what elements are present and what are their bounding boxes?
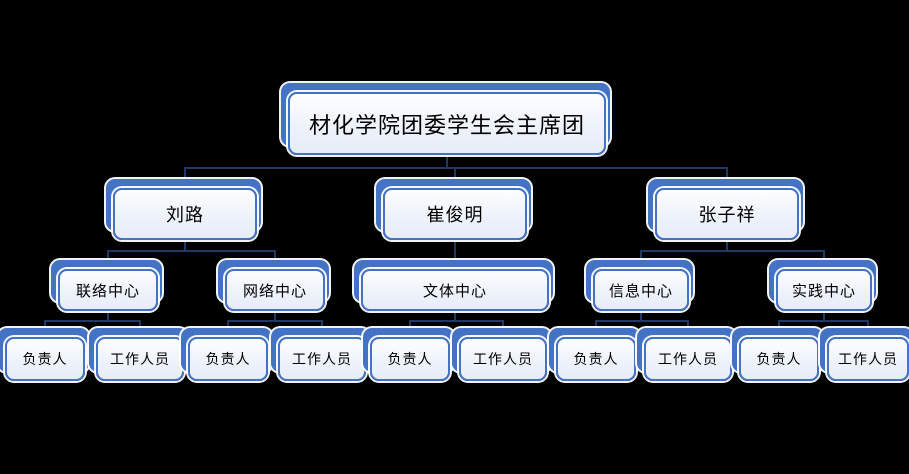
connector-line <box>595 320 597 331</box>
connector-line <box>454 309 456 322</box>
node-face: 工作人员 <box>278 337 366 381</box>
node-label: 材化学院团委学生会主席团 <box>308 112 585 138</box>
connector-line <box>44 320 141 322</box>
connector-line <box>184 167 186 182</box>
connector-line <box>640 250 825 252</box>
node-label: 负责人 <box>22 351 68 367</box>
node-face: 崔俊明 <box>383 188 527 240</box>
connector-line <box>184 238 186 252</box>
connector-line <box>595 320 689 322</box>
node-face: 工作人员 <box>459 337 547 381</box>
node-label: 崔俊明 <box>426 205 484 225</box>
connector-line <box>640 309 642 322</box>
node-label: 工作人员 <box>838 351 898 367</box>
connector-line <box>454 250 456 263</box>
org-node-lianluo-gzr[interactable]: 工作人员 <box>89 328 188 381</box>
node-face: 工作人员 <box>827 337 909 381</box>
connector-line <box>726 167 728 182</box>
connector-line <box>107 309 109 322</box>
node-face: 负责人 <box>556 337 636 381</box>
node-face: 材化学院团委学生会主席团 <box>288 92 606 155</box>
org-node-wangluo[interactable]: 网络中心 <box>218 260 329 311</box>
connector-line <box>44 320 46 331</box>
node-label: 信息中心 <box>608 282 673 300</box>
node-label: 工作人员 <box>658 351 718 367</box>
node-label: 负责人 <box>756 351 802 367</box>
node-face: 工作人员 <box>96 337 184 381</box>
connector-line <box>409 320 504 322</box>
node-label: 负责人 <box>573 351 619 367</box>
node-label: 联络中心 <box>75 282 140 300</box>
node-label: 负责人 <box>387 351 433 367</box>
connector-line <box>107 250 276 252</box>
node-face: 工作人员 <box>644 337 732 381</box>
org-node-shijian-gzr[interactable]: 工作人员 <box>820 328 909 381</box>
node-face: 联络中心 <box>58 269 158 311</box>
org-node-xinxi-gzr[interactable]: 工作人员 <box>637 328 736 381</box>
connector-line <box>867 320 869 331</box>
org-node-wenti-fzr[interactable]: 负责人 <box>363 328 454 381</box>
connector-line <box>454 238 456 252</box>
org-node-root[interactable]: 材化学院团委学生会主席团 <box>281 83 610 155</box>
org-node-wangluo-gzr[interactable]: 工作人员 <box>271 328 370 381</box>
node-face: 刘路 <box>113 188 257 240</box>
connector-line <box>227 320 323 322</box>
connector-line <box>274 250 276 263</box>
node-face: 负责人 <box>188 337 268 381</box>
connector-line <box>502 320 504 331</box>
node-label: 实践中心 <box>791 282 856 300</box>
connector-line <box>184 167 728 169</box>
connector-line <box>274 309 276 322</box>
node-label: 张子祥 <box>698 205 756 225</box>
node-face: 文体中心 <box>361 269 549 311</box>
node-face: 张子祥 <box>655 188 799 240</box>
node-face: 网络中心 <box>225 269 325 311</box>
org-node-lianluo[interactable]: 联络中心 <box>51 260 162 311</box>
org-node-zhangzixiang[interactable]: 张子祥 <box>648 179 803 240</box>
org-node-wenti[interactable]: 文体中心 <box>354 260 553 311</box>
connector-line <box>823 309 825 322</box>
org-node-cuijunming[interactable]: 崔俊明 <box>376 179 531 240</box>
node-face: 实践中心 <box>776 269 872 311</box>
connector-line <box>640 250 642 263</box>
connector-line <box>778 320 869 322</box>
node-face: 信息中心 <box>593 269 689 311</box>
connector-line <box>726 238 728 252</box>
connector-line <box>454 167 456 182</box>
node-label: 刘路 <box>166 205 204 225</box>
connector-line <box>687 320 689 331</box>
connector-line <box>823 250 825 263</box>
node-label: 工作人员 <box>473 351 533 367</box>
org-node-xinxi[interactable]: 信息中心 <box>586 260 693 311</box>
node-label: 负责人 <box>205 351 251 367</box>
connector-line <box>107 250 109 263</box>
connector-line <box>321 320 323 331</box>
connector-line <box>227 320 229 331</box>
connector-line <box>778 320 780 331</box>
connector-line <box>409 320 411 331</box>
org-node-liulu[interactable]: 刘路 <box>106 179 261 240</box>
connector-line <box>446 153 448 169</box>
org-node-shijian[interactable]: 实践中心 <box>769 260 876 311</box>
node-label: 文体中心 <box>422 282 487 300</box>
node-face: 负责人 <box>5 337 85 381</box>
node-label: 网络中心 <box>242 282 307 300</box>
org-node-wenti-gzr[interactable]: 工作人员 <box>452 328 551 381</box>
node-label: 工作人员 <box>110 351 170 367</box>
node-face: 负责人 <box>739 337 819 381</box>
org-node-lianluo-fzr[interactable]: 负责人 <box>0 328 89 381</box>
org-node-xinxi-fzr[interactable]: 负责人 <box>549 328 640 381</box>
connector-line <box>139 320 141 331</box>
node-face: 负责人 <box>370 337 450 381</box>
node-label: 工作人员 <box>292 351 352 367</box>
org-node-wangluo-fzr[interactable]: 负责人 <box>181 328 272 381</box>
org-node-shijian-fzr[interactable]: 负责人 <box>732 328 823 381</box>
